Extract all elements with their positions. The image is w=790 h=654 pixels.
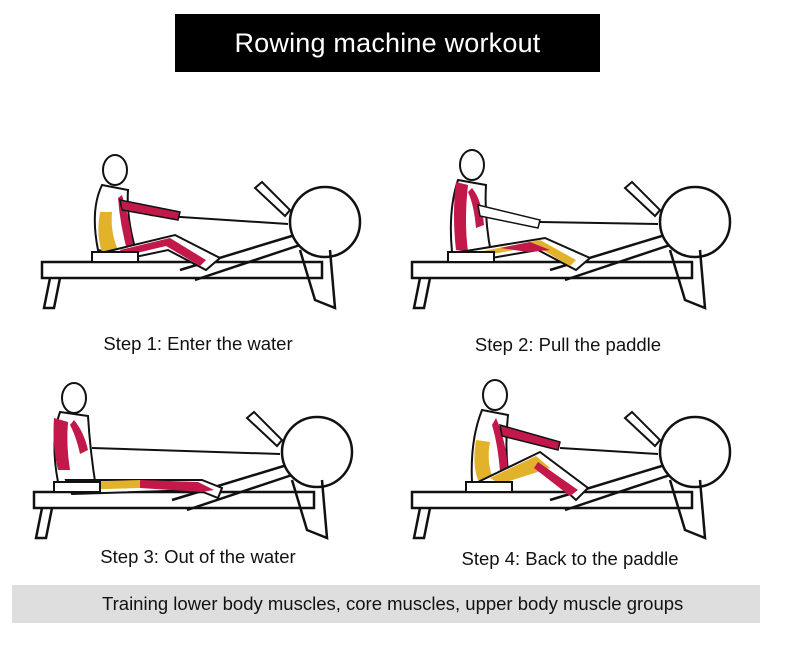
step-2-illustration	[400, 140, 770, 325]
muscle-groups-text: Training lower body muscles, core muscle…	[102, 593, 684, 614]
diagram-title: Rowing machine workout	[175, 14, 600, 72]
rower-figure-step-4	[410, 379, 732, 540]
rower-figure-step-3	[32, 382, 354, 540]
step-3-caption: Step 3: Out of the water	[100, 546, 296, 567]
step-4-caption: Step 4: Back to the paddle	[461, 548, 679, 569]
muscle-groups-banner: Training lower body muscles, core muscle…	[12, 585, 760, 623]
step-1-illustration	[30, 140, 400, 325]
rower-figure-step-1	[40, 154, 362, 310]
step-3-illustration	[22, 370, 392, 555]
rower-figure-step-2	[410, 149, 732, 310]
step-1-caption: Step 1: Enter the water	[103, 333, 293, 354]
step-4-illustration	[400, 370, 770, 555]
step-2-caption: Step 2: Pull the paddle	[474, 334, 662, 355]
